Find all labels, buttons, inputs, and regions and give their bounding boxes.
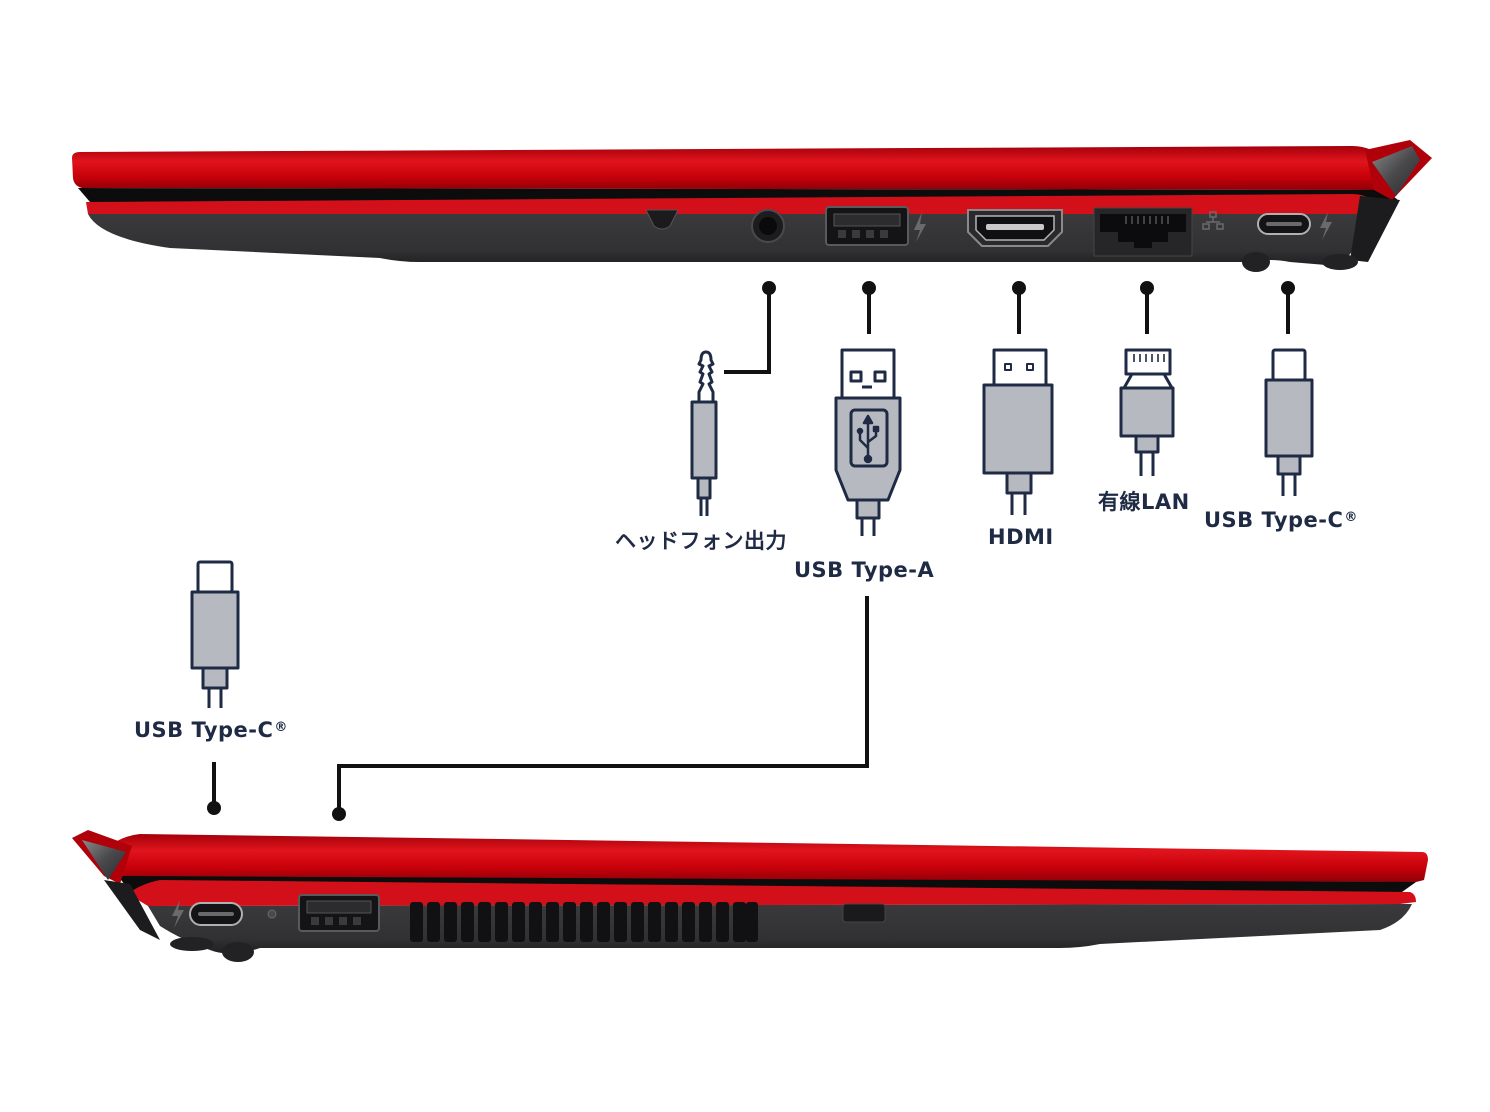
laptop-right-side [72,140,1432,272]
network-icon [1202,211,1224,230]
usb-symbol-icon [856,414,880,464]
hdmi-plug-icon [982,348,1054,515]
led-indicator [267,909,277,919]
laptop-left-side [72,830,1428,962]
registered-mark: ® [1344,510,1358,525]
label-headphone: ヘッドフォン出力 [615,529,787,553]
usb-c-plug-icon-left [190,560,240,708]
label-usb-type-c-right: USB Type-C® [1204,508,1358,532]
label-lan: 有線LAN [1098,490,1190,514]
leader-dots [207,281,1295,821]
headphone-jack-port [751,209,785,243]
bolt-icon-1 [914,212,926,242]
notch-icon [645,209,679,230]
audio-plug-icon [690,350,718,516]
usb-a-port-left [298,894,380,932]
hdmi-port [967,209,1063,247]
lan-plug-icon [1119,348,1175,476]
usb-c-right-text: USB Type-C [1204,508,1344,532]
label-usb-type-a: USB Type-A [794,558,935,582]
bolt-icon-2 [1320,212,1332,240]
usb-c-left-text: USB Type-C [134,718,274,742]
security-slot [842,903,886,923]
vent-grille [410,902,758,942]
label-usb-type-c-left: USB Type-C® [134,718,288,742]
usb-c-plug-icon-right [1264,348,1314,496]
leader-lines [212,288,1290,812]
bolt-icon-3 [172,900,184,928]
usb-c-port-right [1257,213,1311,235]
usb-c-port-left [189,902,243,926]
label-hdmi: HDMI [988,525,1054,549]
usb-a-plug-icon [834,348,902,536]
lan-port [1093,207,1193,257]
usb-a-port-right [825,206,909,246]
registered-mark: ® [274,720,288,735]
